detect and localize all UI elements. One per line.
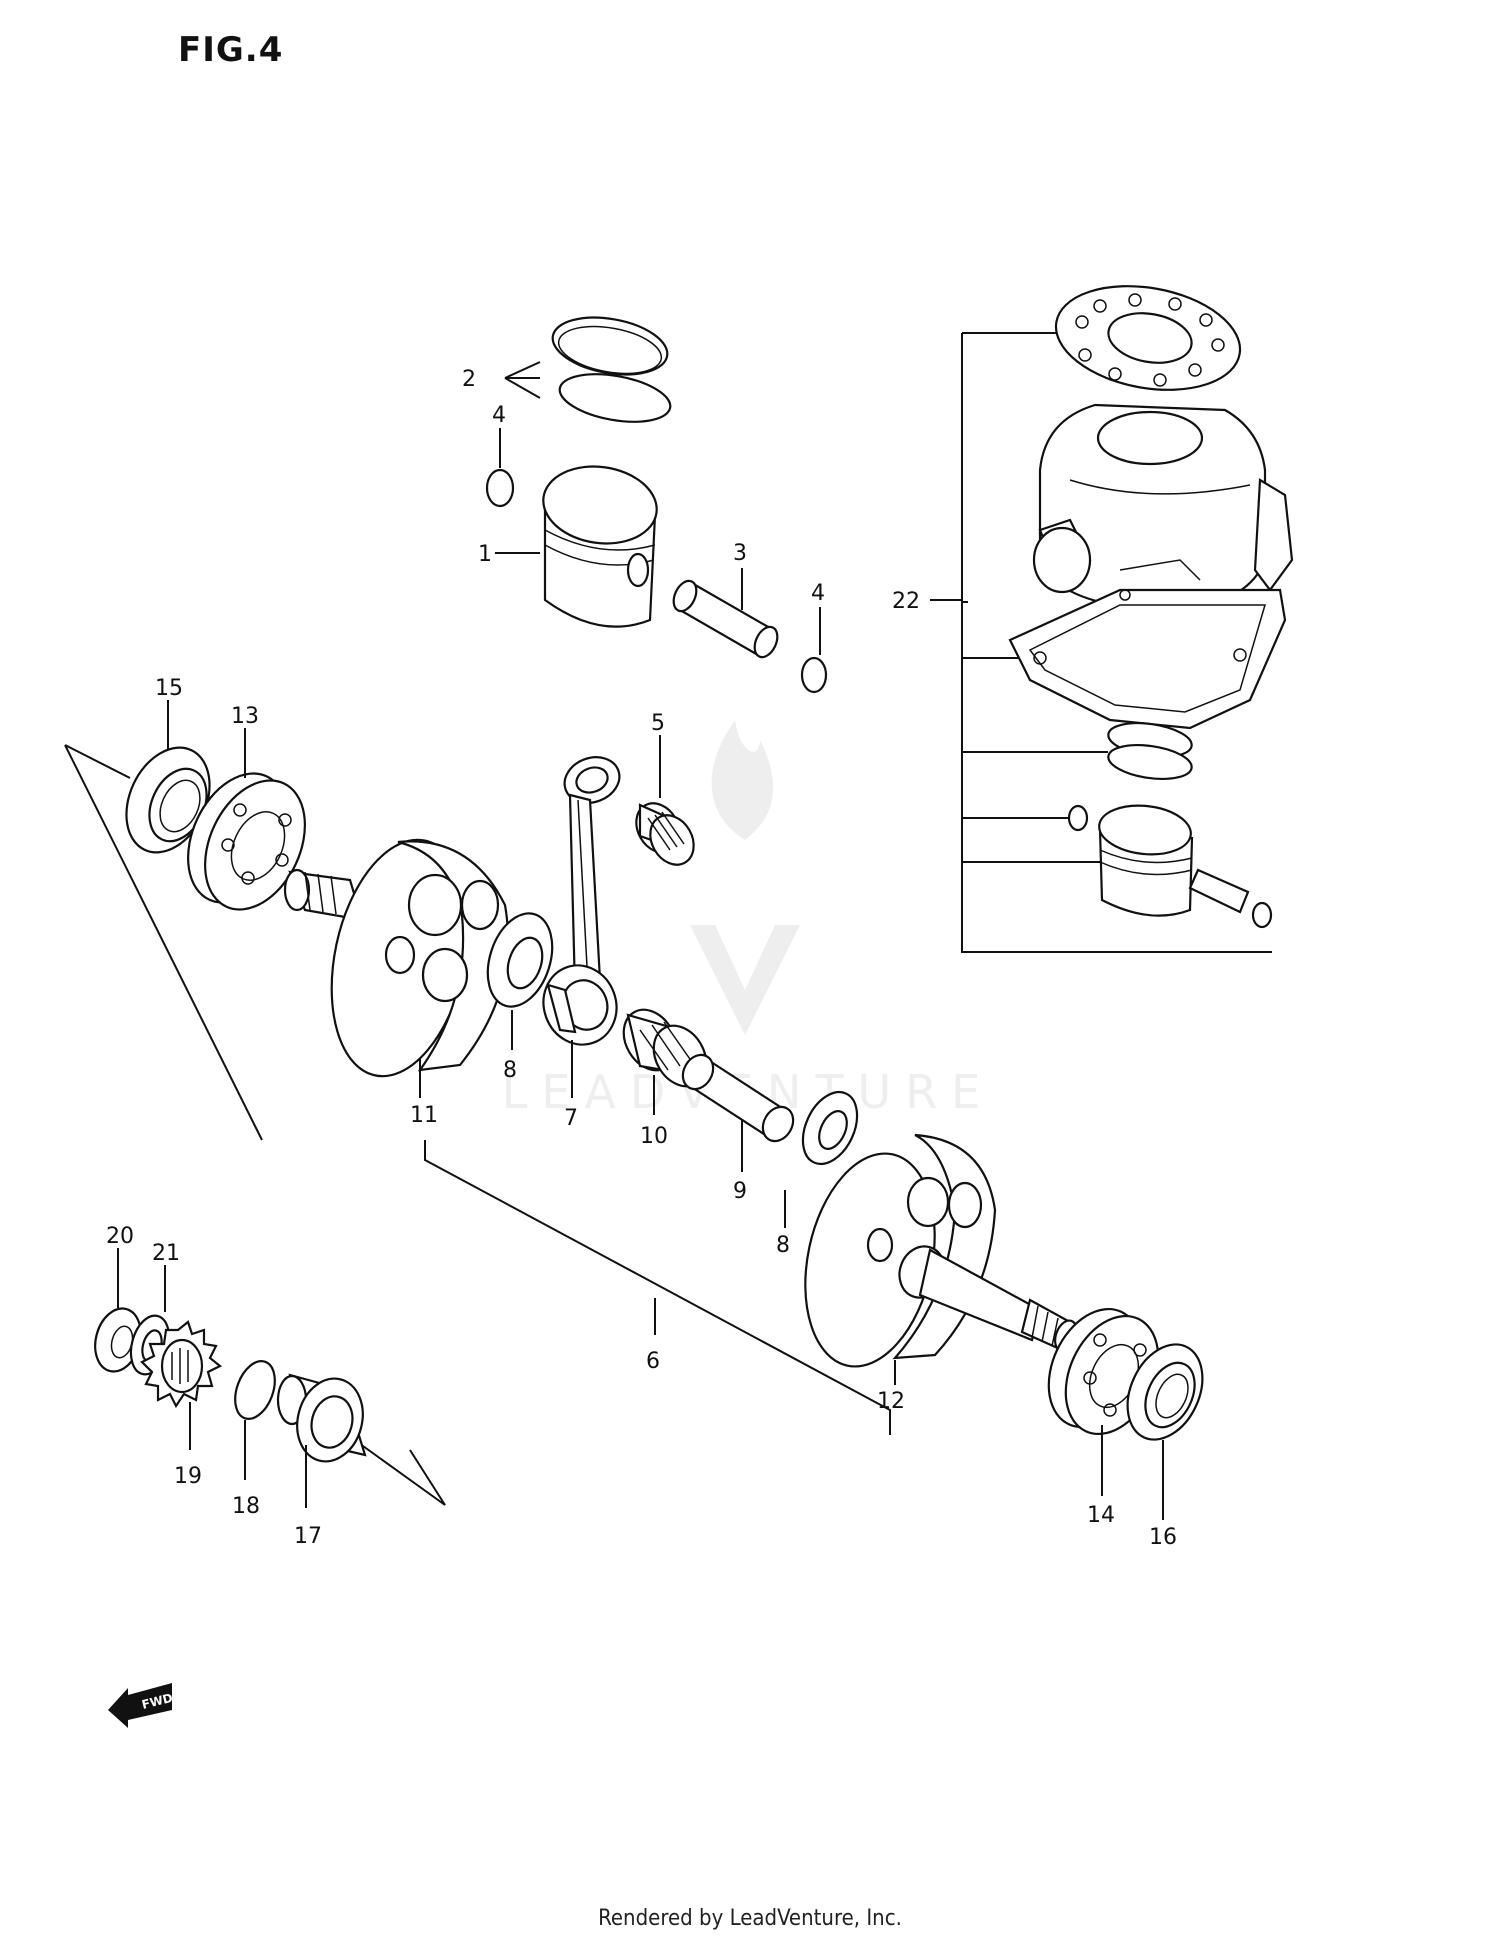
bracket-22 [961,332,1272,953]
bearing-left [187,772,306,911]
piston-pin [672,579,779,659]
callout-14: 14 [1087,1503,1115,1528]
callout-21: 21 [152,1241,180,1266]
kit-piston-rings [1107,722,1193,780]
callout-18: 18 [232,1494,260,1519]
fwd-arrow-icon: FWD [108,1683,174,1728]
callout-1: 1 [478,542,492,567]
spacer [276,1373,367,1463]
callout-12: 12 [877,1389,905,1414]
thrust-washer-right [801,1090,859,1166]
piston-ring-upper [551,316,669,376]
callout-16: 16 [1149,1525,1177,1550]
connecting-rod [542,756,621,1046]
kit-circlip-a [1067,804,1089,832]
crank-web-left [330,838,510,1078]
callout-13: 13 [231,704,259,729]
callout-17: 17 [294,1524,322,1549]
cylinder-head-gasket [1054,285,1242,391]
oil-seal-right [1126,1343,1204,1441]
piston-circlip-4b [800,656,828,694]
callout-3: 3 [733,541,747,566]
figure-title: FIG.4 [178,30,284,70]
crank-pin [681,1053,795,1143]
callout-8b: 8 [776,1233,790,1258]
callout-15: 15 [155,676,183,701]
oil-seal-left [125,746,211,854]
callout-2: 2 [462,367,476,392]
cylinder-base-gasket [1008,588,1287,730]
primary-nut [94,1307,142,1373]
crank-web-right [804,1133,997,1368]
primary-drive-gear [140,1320,223,1409]
callout-8a: 8 [503,1058,517,1083]
piston-ring-lower [558,373,672,423]
callout-22: 22 [892,589,920,614]
callout-5: 5 [651,711,665,736]
leader-2 [504,361,541,399]
thrust-washer-left [486,912,554,1008]
footer-credit: Rendered by LeadVenture, Inc. [598,1906,902,1931]
o-ring [234,1360,276,1420]
bracket-6 [424,1140,891,1435]
piston-circlip-4a [485,468,515,508]
kit-piston-pin [1188,868,1250,914]
cylinder [1032,403,1294,612]
callout-7: 7 [564,1106,578,1131]
callout-4b: 4 [811,581,825,606]
callout-11: 11 [410,1103,438,1128]
callout-19: 19 [174,1464,202,1489]
callout-6: 6 [646,1349,660,1374]
kit-circlip-b [1251,901,1273,929]
small-end-bearing [635,802,695,866]
piston [542,465,658,628]
watermark-logo: LEADVENTURE [502,720,980,1119]
callout-10: 10 [640,1124,668,1149]
kit-piston [1098,804,1194,917]
callout-9: 9 [733,1179,747,1204]
callout-20: 20 [106,1224,134,1249]
callout-4a: 4 [492,403,506,428]
